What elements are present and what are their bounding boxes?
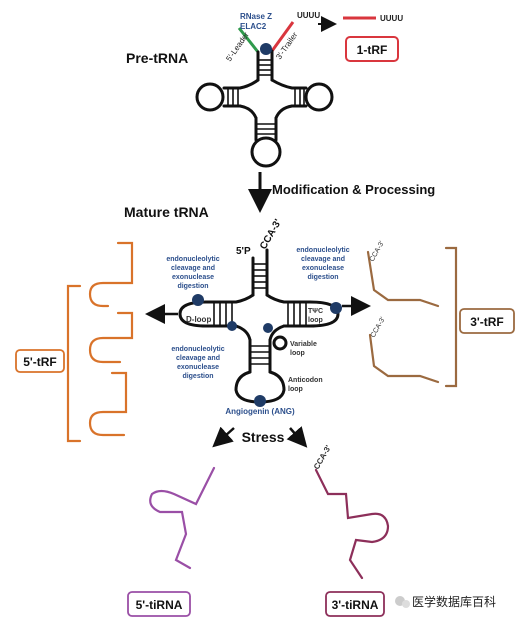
cleavage-bottom-line-2: cleavage and [176,355,220,362]
elac2-label: ELAC2 [240,22,267,31]
angiogenin-label: Angiogenin (ANG) [225,407,295,416]
acceptor-cleavage-site-icon [227,321,237,331]
to-5tirna-arrow [212,426,235,448]
rnase-z-label: RNase Z [240,12,272,21]
trailer-label: 3'-Trailer [274,30,299,61]
cleavage-bottom-line-1: endonucleolytic [171,346,224,353]
cleavage-left-line-2: cleavage and [171,265,215,272]
cleavage-left-line-4: digestion [177,283,208,290]
anticodon-loop-label-1: Anticodon [288,377,323,384]
variable-loop-label-2: loop [290,350,305,357]
five-trf-box [15,349,65,373]
cleavage-right-line-1: endonucleolytic [296,247,349,254]
rnase-z-cleavage-site-icon [260,43,272,55]
five-tirna-fragment [149,466,216,570]
stress-label: Stress [242,429,285,445]
cleavage-right-line-4: digestion [307,274,338,281]
five-p-label: 5'P [236,246,251,257]
to-3tirna-arrow [286,426,308,448]
processing-label: Modification & Processing [272,182,435,197]
d-loop-cleavage-site-icon [192,294,204,306]
cleavage-text-right: endonucleolytic cleavage and exonuclease… [296,247,349,281]
three-tirna-cca: CCA-3' [312,444,333,471]
three-tirna-box [325,591,385,617]
three-trf-cca-bottom: CCA-3' [370,316,387,339]
three-trf-label: 3'-tRF [470,315,504,329]
1trf-box [345,36,399,62]
cleavage-right-line-2: cleavage and [301,256,345,263]
five-trf-fragments [66,241,134,443]
watermark-text: 医学数据库百科 [412,594,496,609]
anticodon-loop-label-2: loop [288,386,303,393]
uuuu-tail-label: UUUU [297,11,320,20]
mature-cca-label: CCA-3' [258,217,284,251]
d-loop-label: D-loop [186,315,211,324]
cleavage-text-bottom: endonucleolytic cleavage and exonuclease… [171,346,224,380]
cleavage-bottom-line-4: digestion [182,373,213,380]
mature-trna-structure [178,248,342,407]
leader-label: 5'-Leader [224,30,251,63]
three-trf-cca-top: CCA-3' [369,240,386,263]
variable-loop-cleavage-site-icon [263,323,273,333]
five-trf-label: 5'-tRF [23,355,57,369]
tpsic-loop-label-2: loop [308,317,323,324]
three-tirna-label: 3'-tiRNA [332,598,379,612]
five-tirna-label: 5'-tiRNA [136,598,183,612]
cleavage-left-line-3: exonuclease [172,274,214,281]
anticodon-cleavage-site-icon [254,395,266,407]
cleavage-left-line-1: endonucleolytic [166,256,219,263]
mature-trna-title: Mature tRNA [124,204,209,220]
t-loop-cleavage-site-icon [330,302,342,314]
three-trf-fragments [366,246,458,388]
five-tirna-box [127,591,191,617]
pre-trna-acceptor-rungs [258,59,272,76]
1trf-label: 1-tRF [357,43,388,57]
cleavage-text-left: endonucleolytic cleavage and exonuclease… [166,256,219,290]
cleavage-right-line-3: exonuclease [302,265,344,272]
three-trf-box [459,308,515,334]
tpsic-loop-label-1: TΨC [308,308,323,315]
pre-trna-structure [195,21,334,168]
variable-loop-label-1: Variable [290,341,317,348]
three-tirna-fragment [314,468,390,580]
watermark: 医学数据库百科 [395,594,496,609]
1trf-uuuu-label: UUUU [380,14,403,23]
pre-trna-title: Pre-tRNA [126,50,188,66]
cleavage-bottom-line-3: exonuclease [177,364,219,371]
